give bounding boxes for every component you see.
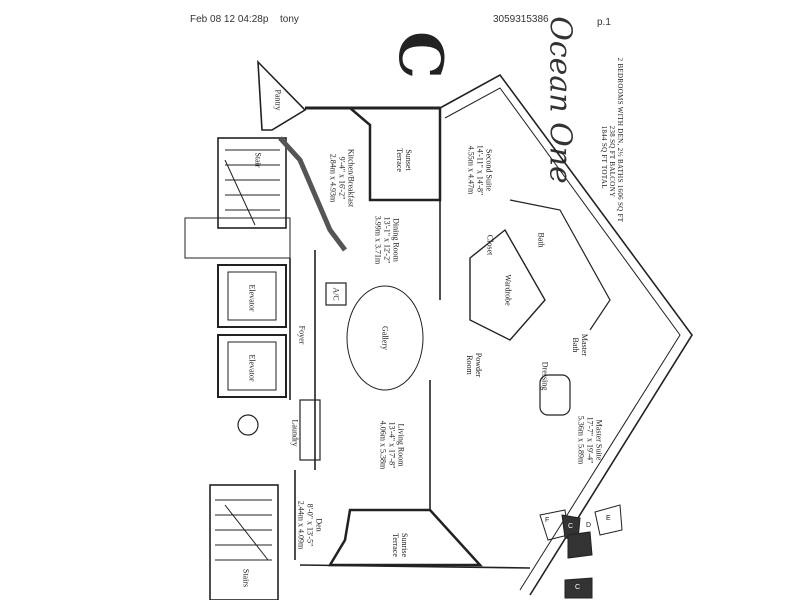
key-plan [539,504,623,599]
fax-datetime: Feb 08 12 04:28p [190,14,269,25]
room-laundry: Laundry [290,419,300,447]
ac-closet [325,282,347,306]
exterior-wall-inner [444,87,681,591]
sunrise-terrace-walls [327,508,483,567]
room-wardrobe: Wardrobe [503,274,513,306]
room-stairs: Stairs [241,568,251,588]
room-dressing: Dressing [540,361,550,391]
sunset-terrace-walls [346,106,442,202]
room-elevator-1: Elevator [247,284,257,312]
kitchen-counter [278,136,347,252]
pantry-walls [257,59,307,131]
key-plan-label: C [575,584,581,591]
bathtub [539,374,571,416]
fax-page: p.1 [597,17,611,28]
room-stair: Stair [253,152,263,168]
elevator-shaft-1 [217,264,287,328]
room-gallery: Gallery [380,326,390,350]
corridor [184,217,291,259]
stair-bottom [209,484,279,600]
wardrobe-walls [469,228,546,341]
fax-sender: tony [280,14,299,25]
bath-fixtures [509,199,611,331]
elevator-shaft-2 [217,334,287,398]
key-plan-label: D [586,522,592,529]
key-plan-label: C [568,523,574,530]
stair-top [217,137,287,229]
key-plan-label: F [545,517,550,524]
exterior-wall [439,73,693,596]
room-elevator-2: Elevator [247,354,257,382]
room-bath: Bath [536,232,546,248]
fax-phone: 3059315386 [493,14,549,25]
gallery-ellipse [346,285,424,391]
room-foyer: Foyer [297,325,307,345]
water-heater [237,414,259,436]
key-plan-label: E [606,515,611,522]
laundry-closet [299,399,321,461]
stair-top-treads [224,149,280,226]
room-ac: A/C [331,287,341,301]
room-closet: Closet [485,234,495,256]
room-pantry: Pantry [273,89,283,111]
